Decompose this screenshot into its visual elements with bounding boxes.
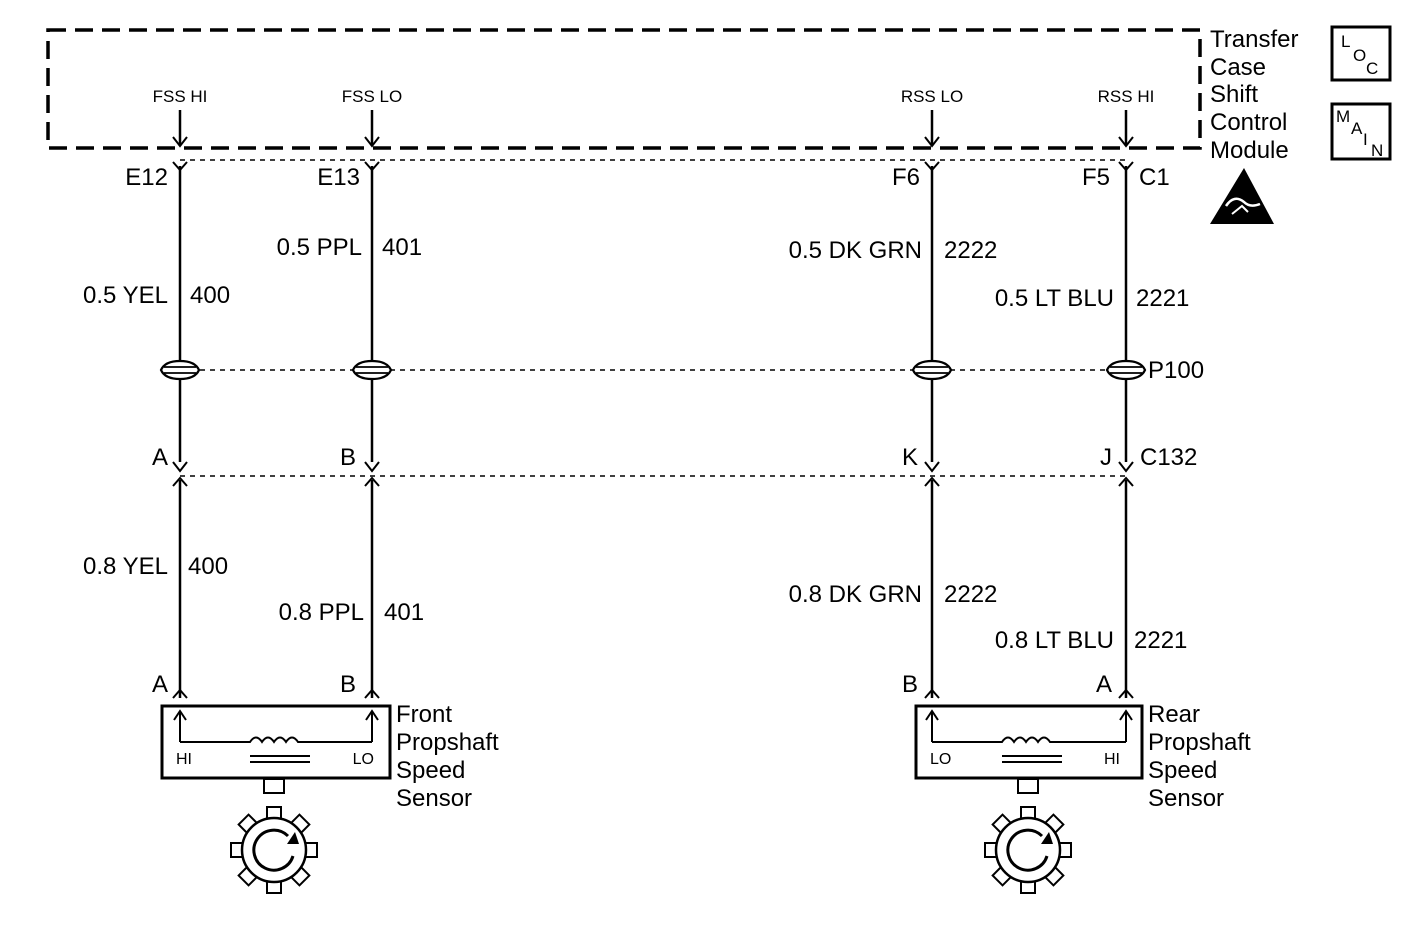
module-name-line: Shift	[1210, 81, 1258, 108]
c132-pin-label: J	[1100, 444, 1112, 471]
main-icon-letter: M	[1336, 107, 1350, 126]
circuit-number-label: 400	[190, 282, 230, 309]
sensor-name-line: Speed	[396, 757, 465, 784]
circuit-number-label: 401	[384, 599, 424, 626]
loc-icon-letter: C	[1366, 59, 1378, 78]
circuit-number-label: 2222	[944, 581, 997, 608]
signal-label: FSS HI	[153, 87, 208, 106]
p100-grommet	[1105, 359, 1147, 381]
circuit-fss-hi: FSS HI E12 0.5 YEL 400 A 0.8 YEL 400 A	[83, 87, 230, 699]
c132-pin-label: K	[902, 444, 918, 471]
signal-label: RSS LO	[901, 87, 963, 106]
sensor-name-line: Front	[396, 701, 452, 728]
sensor-name-line: Rear	[1148, 701, 1200, 728]
module-name-line: Control	[1210, 109, 1287, 136]
loc-icon-letter: L	[1341, 32, 1350, 51]
connector-c1-label: C1	[1139, 164, 1170, 191]
p100-grommet	[911, 359, 953, 381]
loc-icon[interactable]: L O C	[1330, 25, 1392, 82]
esd-warning-icon	[1210, 168, 1274, 224]
circuit-number-label: 400	[188, 553, 228, 580]
main-icon-letter: N	[1371, 141, 1383, 160]
module-pin-label: E13	[317, 164, 360, 191]
module-name-line: Transfer	[1210, 26, 1298, 53]
wire-color-label: 0.8 DK GRN	[789, 581, 922, 608]
front-sensor-name: Front Propshaft Speed Sensor	[396, 701, 499, 812]
module-name-line: Module	[1210, 137, 1289, 164]
circuit-rss-lo: RSS LO F6 0.5 DK GRN 2222 K 0.8 DK GRN 2…	[789, 87, 997, 699]
sensor-pin-label: B	[340, 671, 356, 698]
sensor-terminal-label: HI	[1104, 751, 1120, 768]
sensor-terminal-label: HI	[176, 751, 192, 768]
signal-label: FSS LO	[342, 87, 402, 106]
wire-color-label: 0.8 LT BLU	[995, 627, 1114, 654]
rear-sensor-name: Rear Propshaft Speed Sensor	[1148, 701, 1251, 812]
sensor-name-line: Propshaft	[1148, 729, 1251, 756]
sensor-name-line: Speed	[1148, 757, 1217, 784]
c132-pin-label: A	[152, 444, 168, 471]
wire-color-label: 0.8 PPL	[279, 599, 364, 626]
sensor-name-line: Propshaft	[396, 729, 499, 756]
front-propshaft-speed-sensor[interactable]: HI LO	[160, 704, 392, 794]
sensor-terminal-label: LO	[930, 751, 951, 768]
module-name-line: Case	[1210, 54, 1266, 81]
circuit-fss-lo: FSS LO E13 0.5 PPL 401 B 0.8 PPL 401 B	[277, 87, 424, 699]
main-icon-letter: A	[1351, 119, 1363, 138]
connector-p100-label: P100	[1148, 357, 1204, 384]
module-pin-label: F5	[1082, 164, 1110, 191]
module-name: Transfer Case Shift Control Module	[1210, 26, 1298, 164]
connector-c132-label: C132	[1140, 444, 1197, 471]
front-reluctor-wheel-icon	[230, 806, 318, 894]
sensor-name-line: Sensor	[1148, 785, 1224, 812]
wire-color-label: 0.5 LT BLU	[995, 285, 1114, 312]
circuit-number-label: 2222	[944, 237, 997, 264]
sensor-pin-label: A	[1096, 671, 1112, 698]
circuit-number-label: 2221	[1134, 627, 1187, 654]
signal-label: RSS HI	[1098, 87, 1155, 106]
wire-color-label: 0.5 PPL	[277, 234, 362, 261]
sensor-pin-label: B	[902, 671, 918, 698]
sensor-name-line: Sensor	[396, 785, 472, 812]
rear-reluctor-wheel-icon	[984, 806, 1072, 894]
circuit-rss-hi: RSS HI F5 0.5 LT BLU 2221 J 0.8 LT BLU 2…	[995, 87, 1189, 699]
sensor-terminal-label: LO	[353, 751, 374, 768]
p100-grommet	[159, 359, 201, 381]
c132-pin-label: B	[340, 444, 356, 471]
module-boundary	[46, 28, 1202, 150]
sensor-pin-label: A	[152, 671, 168, 698]
p100-grommet	[351, 359, 393, 381]
module-pin-label: F6	[892, 164, 920, 191]
loc-icon-letter: O	[1353, 46, 1366, 65]
wire-color-label: 0.5 DK GRN	[789, 237, 922, 264]
wire-color-label: 0.8 YEL	[83, 553, 168, 580]
circuit-number-label: 401	[382, 234, 422, 261]
wire-color-label: 0.5 YEL	[83, 282, 168, 309]
rear-propshaft-speed-sensor[interactable]: LO HI	[914, 704, 1144, 794]
main-icon-letter: I	[1363, 130, 1368, 149]
module-pin-label: E12	[125, 164, 168, 191]
main-icon[interactable]: M A I N	[1330, 102, 1392, 161]
circuit-number-label: 2221	[1136, 285, 1189, 312]
